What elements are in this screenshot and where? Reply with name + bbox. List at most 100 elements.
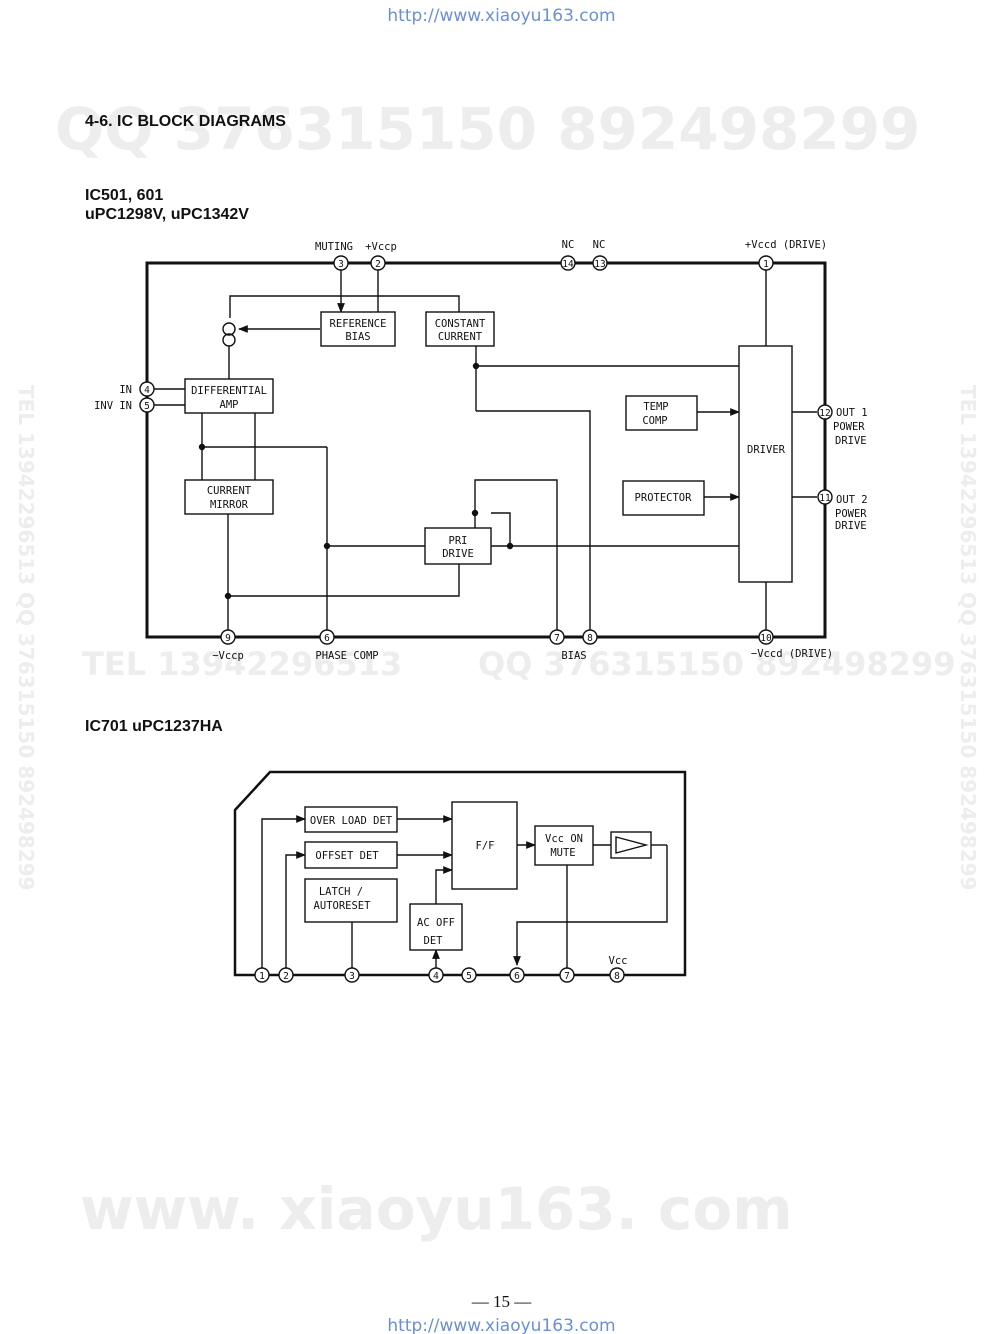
ic1-pin-8 — [582, 629, 598, 645]
watermark-bottom: www. xiaoyu163. com — [80, 1175, 793, 1243]
ic1-pin-12-number: 12 — [819, 408, 830, 419]
ic1-pin-10-number: 10 — [760, 633, 772, 644]
ic1-pin-4-number: 4 — [144, 385, 150, 396]
ic2-pin-7-number: 7 — [564, 971, 570, 982]
ic1-pin-5-number: 5 — [144, 401, 150, 412]
section-title: 4-6. IC BLOCK DIAGRAMS — [85, 113, 286, 130]
out2-label-3: DRIVE — [835, 520, 867, 532]
ic1-pin-12 — [817, 404, 833, 420]
watermark-middle-left: TEL 13942296513 — [82, 645, 403, 683]
ic2-pin-7 — [559, 967, 575, 983]
pri-drive-label-1: PRI — [449, 535, 468, 547]
protector-label: PROTECTOR — [635, 492, 693, 504]
ic2-pin-8 — [609, 967, 625, 983]
ac-off-label-2: DET — [424, 935, 444, 947]
latch-autoreset-block — [304, 878, 398, 923]
ic2-pin-4-number: 4 — [433, 971, 439, 982]
ic1-pin-14 — [560, 255, 576, 271]
footer-url[interactable]: http://www.xiaoyu163.com — [387, 1316, 616, 1334]
watermark-middle-right: QQ 376315150 892498299 — [478, 645, 956, 683]
ac-off-det-block — [409, 903, 463, 951]
vccp-plus-label: +Vccp — [365, 241, 397, 253]
ic1-pin-1-number: 1 — [763, 259, 769, 270]
inv-in-label: INV IN — [94, 400, 132, 412]
ic2-text: OVER LOAD DET OFFSET DET LATCH / AUTORES… — [259, 815, 627, 982]
ic1-pin-13-number: 13 — [594, 259, 605, 270]
ic1-pin-7-number: 7 — [554, 633, 560, 644]
out1-label-2: POWER — [833, 421, 865, 433]
ff-block — [451, 801, 518, 890]
differential-amp-label-2: AMP — [220, 399, 239, 411]
ic1-package-outline — [145, 261, 827, 639]
ic1-side-labels: IN INV IN OUT 1 POWER DRIVE OUT 2 POWER … — [94, 384, 868, 662]
constant-current-label-1: CONSTANT — [435, 318, 486, 330]
ff-label: F/F — [476, 840, 495, 852]
ic2-pin-1 — [254, 967, 270, 983]
pri-drive-label-2: DRIVE — [442, 548, 474, 560]
nc-label-a: NC — [562, 239, 575, 251]
ic1-pin-2 — [370, 255, 386, 271]
driver-label: DRIVER — [747, 444, 786, 456]
ic1-pin-3 — [333, 255, 349, 271]
latch-label-1: LATCH / — [319, 886, 363, 898]
ic2-pin-2-number: 2 — [283, 971, 289, 982]
watermark-top: QQ 376315150 892498299 — [55, 95, 921, 163]
ac-off-label-1: AC OFF — [417, 917, 455, 929]
muting-label: MUTING — [315, 241, 353, 253]
vcc-on-label-2: MUTE — [550, 847, 575, 859]
ic1-title-line2: uPC1298V, uPC1342V — [85, 206, 249, 223]
ic1-pin-5 — [139, 397, 155, 413]
ic1-pin-14-number: 14 — [562, 259, 574, 270]
current-mirror-label-1: CURRENT — [207, 485, 252, 497]
ic1-pin-13 — [592, 255, 608, 271]
buffer-triangle-icon — [615, 836, 649, 854]
ic2-pin-8-number: 8 — [614, 971, 620, 982]
overload-det-label: OVER LOAD DET — [310, 815, 393, 827]
ic2-diagram — [233, 770, 687, 983]
ic1-pin-9 — [220, 629, 236, 645]
reference-bias-block — [320, 311, 396, 347]
phase-comp-label: PHASE COMP — [315, 650, 378, 662]
ic1-text: REFERENCE BIAS CONSTANT CURRENT DIFFEREN… — [144, 239, 831, 644]
temp-comp-label-1: TEMP — [643, 401, 668, 413]
ic1-pin-9-number: 9 — [225, 633, 231, 644]
vcc-on-mute-block — [534, 825, 594, 866]
ic1-pin-8-number: 8 — [587, 633, 593, 644]
ic1-pin-2-number: 2 — [375, 259, 381, 270]
vccd-drive-minus-label: −Vccd (DRIVE) — [751, 648, 833, 660]
ic1-pin-7 — [549, 629, 565, 645]
ic1-pin-11 — [817, 489, 833, 505]
nc-label-b: NC — [593, 239, 606, 251]
ic1-pin-11-number: 11 — [819, 493, 831, 504]
out1-label-3: DRIVE — [835, 435, 867, 447]
ic1-pin-4 — [139, 381, 155, 397]
current-mirror-block — [184, 479, 274, 515]
out2-label-1: OUT 2 — [836, 494, 868, 506]
ic2-pin-1-number: 1 — [259, 971, 265, 982]
vcc-label: Vcc — [609, 955, 628, 967]
constant-current-label-2: CURRENT — [438, 331, 483, 343]
ic1-diagram — [139, 255, 833, 645]
overload-det-block — [304, 806, 398, 833]
ic1-title-line1: IC501, 601 — [85, 187, 164, 204]
ic1-pin-10 — [758, 629, 774, 645]
out1-label-1: OUT 1 — [836, 407, 868, 419]
ic2-pin-6-number: 6 — [514, 971, 520, 982]
ic2-pin-5-number: 5 — [466, 971, 472, 982]
differential-amp-label-1: DIFFERENTIAL — [191, 385, 267, 397]
in-label: IN — [119, 384, 132, 396]
protector-block — [622, 480, 705, 516]
vcc-on-label-1: Vcc ON — [545, 833, 583, 845]
bias-pin-label: BIAS — [561, 650, 586, 662]
reference-bias-label-1: REFERENCE — [330, 318, 387, 330]
ic2-pin-3 — [344, 967, 360, 983]
latch-label-2: AUTORESET — [314, 900, 372, 912]
offset-det-label: OFFSET DET — [315, 850, 379, 862]
ic2-pin-3-number: 3 — [349, 971, 355, 982]
reference-bias-label-2: BIAS — [345, 331, 370, 343]
vccd-drive-plus-label: +Vccd (DRIVE) — [745, 239, 827, 251]
header-url[interactable]: http://www.xiaoyu163.com — [387, 6, 616, 26]
vccp-minus-label: −Vccp — [212, 650, 244, 662]
